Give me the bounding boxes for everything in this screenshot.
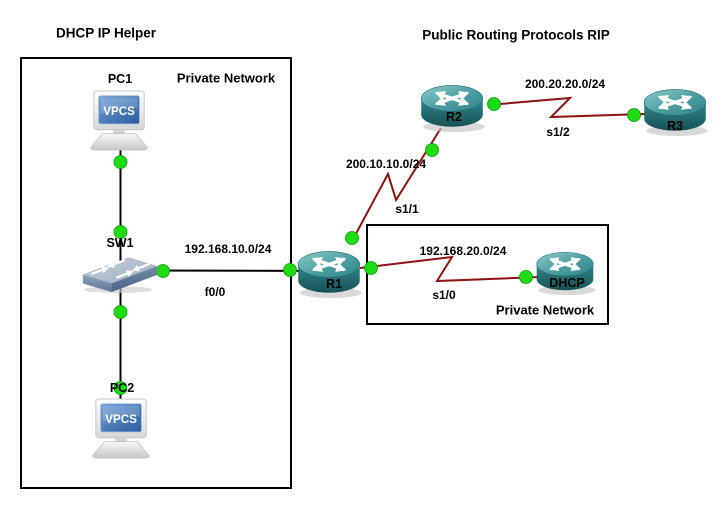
vpcs-pc1-icon[interactable]: VPCS (87, 90, 153, 152)
network-label-r1-r2: 200.10.10.0/24 (345, 157, 427, 171)
private-network-zone-right[interactable] (366, 224, 609, 325)
status-dot-r1-left (283, 263, 297, 277)
link-r1-r2[interactable] (350, 127, 442, 244)
r1-label: R1 (326, 276, 342, 291)
diagram-title-right: Public Routing Protocols RIP (422, 27, 610, 43)
network-label-r2-r3: 200.20.20.0/24 (524, 77, 606, 91)
switch-sw1-icon[interactable] (79, 253, 161, 293)
diagram-title-left: DHCP IP Helper (55, 25, 157, 41)
interface-label-s1-2: s1/2 (546, 125, 570, 139)
zone-left-label: Private Network (176, 70, 276, 86)
link-r1-dhcp[interactable] (359, 255, 541, 283)
r2-label: R2 (446, 109, 462, 124)
sw1-label: SW1 (106, 235, 134, 250)
status-dot-r1-top (345, 231, 359, 245)
interface-label-s1-1: s1/1 (395, 202, 419, 216)
vpcs-pc2-icon[interactable]: VPCS (89, 398, 155, 460)
dhcp-label: DHCP (549, 275, 585, 290)
pc1-label: PC1 (107, 71, 133, 86)
r3-label: R3 (667, 118, 683, 133)
status-dot-dhcp-left (519, 270, 533, 284)
link-status-dots (113, 97, 641, 395)
zone-right-label: Private Network (495, 302, 595, 318)
router-r2-icon[interactable] (417, 83, 487, 133)
status-dot-sw1-top (113, 225, 128, 239)
interface-label-s1-0: s1/0 (432, 288, 456, 302)
status-dot-r3-left (627, 108, 641, 122)
pc2-label: PC2 (109, 380, 135, 395)
network-label-r1-dhcp: 192.168.20.0/24 (419, 244, 507, 258)
pc1-screen-text: VPCS (103, 105, 135, 118)
router-r1-icon[interactable] (294, 249, 364, 299)
status-dot-pc2 (113, 381, 128, 395)
status-dot-r2-bottom (425, 143, 439, 157)
pc2-screen-text: VPCS (105, 413, 137, 426)
status-dot-r2-right (487, 97, 501, 111)
router-r3-icon[interactable] (640, 87, 710, 137)
interface-label-f0-0: f0/0 (204, 285, 226, 299)
router-dhcp-icon[interactable] (530, 250, 600, 296)
network-label-sw1-r1: 192.168.10.0/24 (184, 242, 272, 256)
link-r2-r3[interactable] (487, 96, 646, 119)
status-dot-r1-right (364, 261, 378, 275)
status-dot-pc1 (113, 155, 128, 169)
status-dot-sw1-bottom (113, 305, 128, 319)
